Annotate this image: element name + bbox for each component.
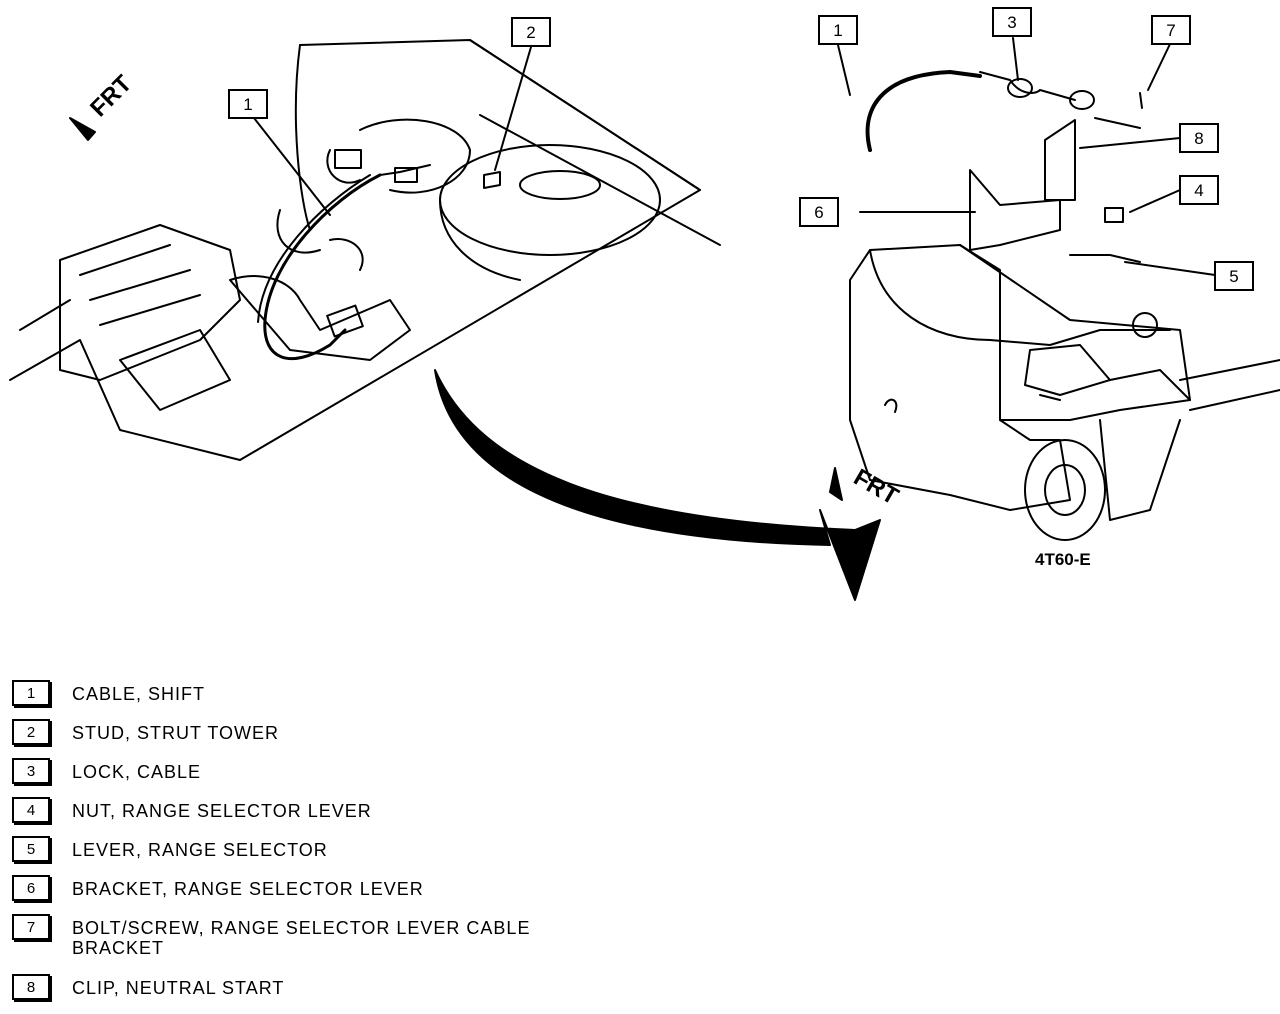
right-transaxle-view xyxy=(829,37,1280,541)
callout-left-2: 2 xyxy=(526,23,535,42)
callout-right-8: 8 xyxy=(1194,129,1203,148)
legend-number: 2 xyxy=(12,719,50,745)
legend-number: 5 xyxy=(12,836,50,862)
callout-right-5: 5 xyxy=(1229,267,1238,286)
legend-number: 3 xyxy=(12,758,50,784)
legend-item: 5 LEVER, RANGE SELECTOR xyxy=(12,836,612,875)
callout-left-1: 1 xyxy=(243,95,252,114)
parts-legend: 1 CABLE, SHIFT 2 STUD, STRUT TOWER 3 LOC… xyxy=(12,680,612,1013)
legend-item: 2 STUD, STRUT TOWER xyxy=(12,719,612,758)
model-label: 4T60-E xyxy=(1035,550,1091,569)
frt-label-left: FRT xyxy=(85,70,137,122)
legend-label: NUT, RANGE SELECTOR LEVER xyxy=(72,801,372,821)
callout-right-7: 7 xyxy=(1166,21,1175,40)
legend-label: CABLE, SHIFT xyxy=(72,684,206,704)
legend-label: LOCK, CABLE xyxy=(72,762,202,782)
legend-label: STUD, STRUT TOWER xyxy=(72,723,280,743)
legend-number: 1 xyxy=(12,680,50,706)
callout-right-3: 3 xyxy=(1007,13,1016,32)
legend-label: BRACKET, RANGE SELECTOR LEVER xyxy=(72,879,424,899)
legend-number: 8 xyxy=(12,974,50,1000)
legend-item: 7 BOLT/SCREW, RANGE SELECTOR LEVER CABLE… xyxy=(12,914,612,974)
legend-label: BOLT/SCREW, RANGE SELECTOR LEVER CABLE B… xyxy=(72,918,531,958)
callout-right-1: 1 xyxy=(833,21,842,40)
legend-item: 4 NUT, RANGE SELECTOR LEVER xyxy=(12,797,612,836)
legend-item: 8 CLIP, NEUTRAL START xyxy=(12,974,612,1013)
legend-item: 1 CABLE, SHIFT xyxy=(12,680,612,719)
legend-number: 4 xyxy=(12,797,50,823)
shift-cable-diagram: FRT FRT 4T60-E 1 2 1 3 7 8 6 4 5 xyxy=(9,7,1280,601)
callout-right-4: 4 xyxy=(1194,181,1203,200)
legend-item: 6 BRACKET, RANGE SELECTOR LEVER xyxy=(12,875,612,914)
legend-label: CLIP, NEUTRAL START xyxy=(72,978,285,998)
legend-number: 6 xyxy=(12,875,50,901)
legend-label: LEVER, RANGE SELECTOR xyxy=(72,840,328,860)
callout-right-6: 6 xyxy=(814,203,823,222)
legend-item: 3 LOCK, CABLE xyxy=(12,758,612,797)
frt-label-right: FRT xyxy=(849,464,903,511)
legend-number: 7 xyxy=(12,914,50,940)
transition-arrow xyxy=(434,369,881,601)
left-engine-view xyxy=(9,39,721,461)
